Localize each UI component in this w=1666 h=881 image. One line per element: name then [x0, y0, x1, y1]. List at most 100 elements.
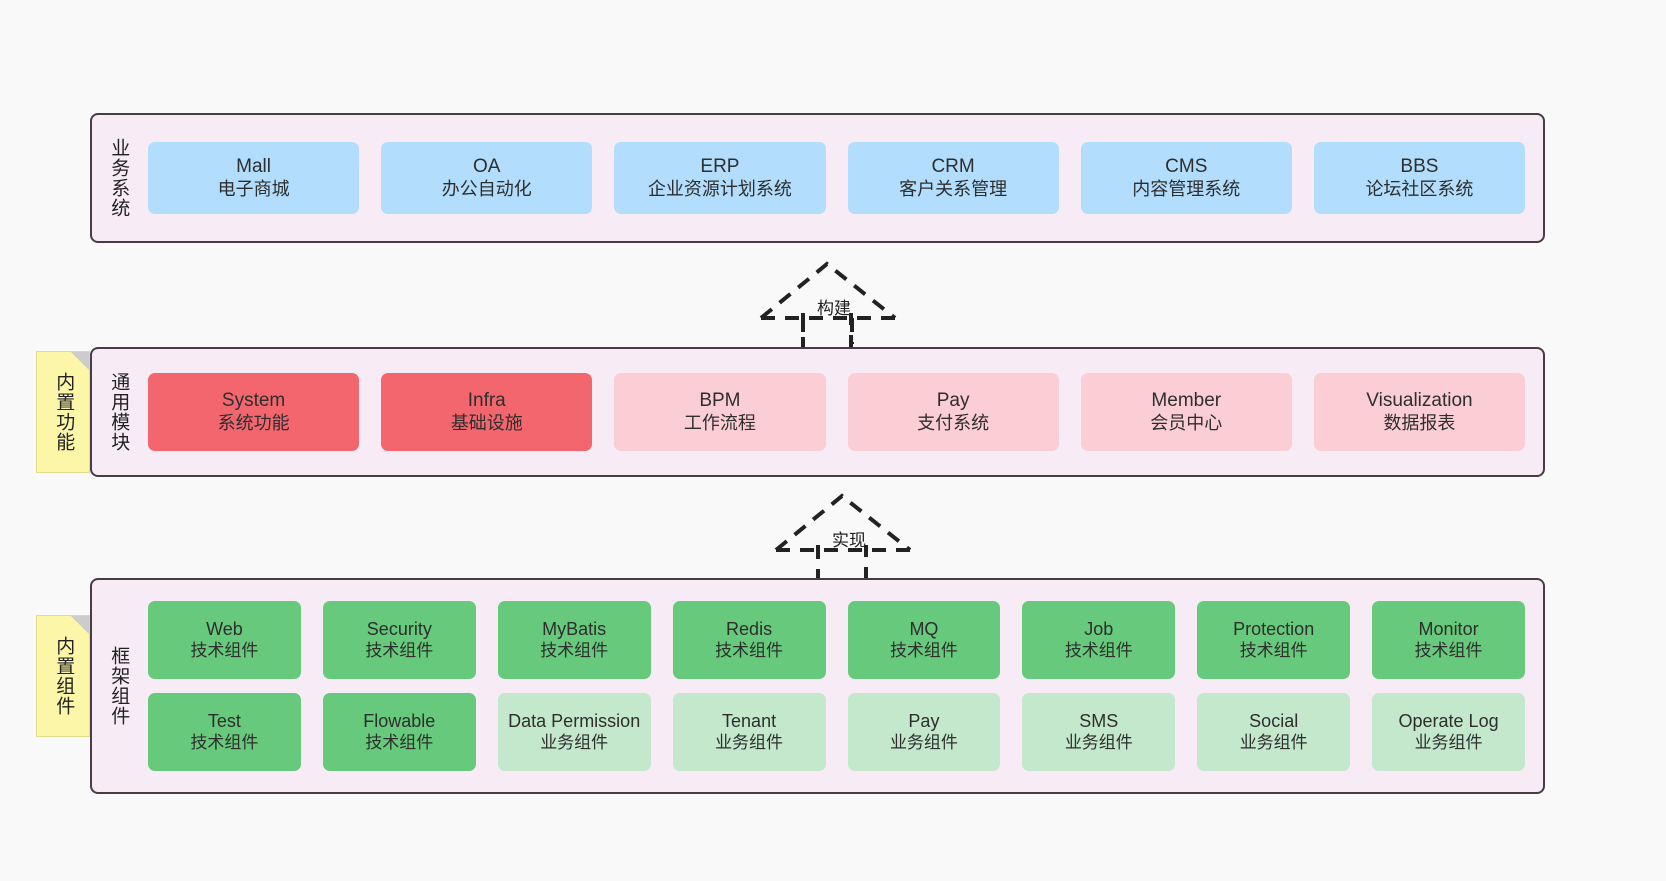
node-title-cn: 论坛社区系统: [1365, 178, 1474, 199]
node-title-en: Job: [1084, 618, 1114, 639]
node-title-cn: 办公自动化: [441, 178, 532, 199]
node-visualization[interactable]: Visualization 数据报表: [1313, 373, 1526, 451]
node-title-en: Redis: [726, 618, 773, 639]
node-title-cn: 支付系统: [917, 412, 990, 433]
layer-common-modules: 通用模块 System 系统功能 Infra 基础设施 BPM 工作流程 Pay…: [90, 347, 1545, 477]
node-row: Test 技术组件 Flowable 技术组件 Data Permission …: [148, 693, 1525, 771]
layer-framework-components: 框架组件 Web 技术组件 Security 技术组件 MyBatis 技术组件…: [90, 578, 1545, 794]
build-arrow: 构建: [755, 258, 905, 357]
node-title-en: Data Permission: [508, 710, 641, 731]
node-data-permission[interactable]: Data Permission 业务组件: [497, 693, 651, 771]
layer-body-framework: Web 技术组件 Security 技术组件 MyBatis 技术组件 Redi…: [140, 580, 1543, 792]
node-social[interactable]: Social 业务组件: [1197, 693, 1351, 771]
node-title-cn: 系统功能: [217, 412, 290, 433]
node-crm[interactable]: CRM 客户关系管理: [847, 142, 1059, 214]
node-title-en: Web: [206, 618, 243, 639]
node-title-cn: 技术组件: [190, 732, 259, 752]
node-title-cn: 技术组件: [1239, 640, 1308, 660]
node-row: Mall 电子商城 OA 办公自动化 ERP 企业资源计划系统 CRM 客户关系…: [148, 142, 1526, 214]
node-pay[interactable]: Pay 支付系统: [847, 373, 1059, 451]
node-title-en: Flowable: [363, 710, 436, 731]
build-arrow-label: 构建: [817, 299, 851, 318]
node-title-en: Security: [366, 618, 432, 639]
note-builtin-functions: 内置功能: [36, 351, 90, 473]
node-title-cn: 技术组件: [889, 640, 958, 660]
implement-arrow-label: 实现: [832, 531, 866, 550]
node-mall[interactable]: Mall 电子商城: [148, 142, 360, 214]
node-oa[interactable]: OA 办公自动化: [381, 142, 593, 214]
node-title-en: CMS: [1165, 156, 1208, 178]
node-title-en: BPM: [699, 390, 741, 412]
node-title-cn: 业务组件: [889, 732, 958, 752]
node-mybatis[interactable]: MyBatis 技术组件: [497, 601, 651, 679]
node-title-cn: 技术组件: [365, 640, 434, 660]
node-title-en: MQ: [909, 618, 939, 639]
node-title-cn: 业务组件: [715, 732, 784, 752]
node-row: System 系统功能 Infra 基础设施 BPM 工作流程 Pay 支付系统…: [148, 373, 1526, 451]
node-bpm[interactable]: BPM 工作流程: [614, 373, 826, 451]
note-builtin-components: 内置组件: [36, 615, 90, 737]
node-title-cn: 工作流程: [683, 412, 756, 433]
node-title-cn: 基础设施: [450, 412, 523, 433]
node-title-cn: 技术组件: [1064, 640, 1133, 660]
note-text: 内置功能: [53, 372, 75, 452]
layer-body-business: Mall 电子商城 OA 办公自动化 ERP 企业资源计划系统 CRM 客户关系…: [140, 115, 1543, 241]
layer-title-common: 通用模块: [108, 372, 130, 452]
node-title-en: Infra: [467, 390, 506, 412]
node-title-en: Mall: [236, 156, 271, 178]
node-cms[interactable]: CMS 内容管理系统: [1080, 142, 1292, 214]
node-title-en: Test: [207, 710, 241, 731]
node-title-cn: 企业资源计划系统: [647, 178, 792, 199]
node-title-en: System: [221, 390, 286, 412]
node-title-en: BBS: [1400, 156, 1439, 178]
node-title-cn: 电子商城: [217, 178, 290, 199]
node-operate-log[interactable]: Operate Log 业务组件: [1372, 693, 1525, 771]
node-pay-component[interactable]: Pay 业务组件: [847, 693, 1001, 771]
node-title-en: Pay: [908, 710, 940, 731]
node-title-en: CRM: [931, 156, 975, 178]
node-title-cn: 业务组件: [1239, 732, 1308, 752]
node-protection[interactable]: Protection 技术组件: [1197, 601, 1351, 679]
node-member[interactable]: Member 会员中心: [1080, 373, 1292, 451]
node-title-cn: 业务组件: [540, 732, 609, 752]
layer-title-business: 业务系统: [108, 138, 130, 218]
node-mq[interactable]: MQ 技术组件: [847, 601, 1001, 679]
node-title-cn: 技术组件: [540, 640, 609, 660]
node-test[interactable]: Test 技术组件: [148, 693, 301, 771]
node-title-cn: 技术组件: [365, 732, 434, 752]
node-security[interactable]: Security 技术组件: [322, 601, 476, 679]
node-job[interactable]: Job 技术组件: [1022, 601, 1176, 679]
node-title-en: OA: [473, 156, 501, 178]
node-erp[interactable]: ERP 企业资源计划系统: [614, 142, 826, 214]
node-redis[interactable]: Redis 技术组件: [672, 601, 826, 679]
node-title-cn: 业务组件: [1414, 732, 1483, 752]
node-infra[interactable]: Infra 基础设施: [381, 373, 593, 451]
node-title-cn: 会员中心: [1150, 412, 1223, 433]
node-title-cn: 技术组件: [190, 640, 259, 660]
node-monitor[interactable]: Monitor 技术组件: [1372, 601, 1525, 679]
node-flowable[interactable]: Flowable 技术组件: [322, 693, 476, 771]
node-title-en: Visualization: [1366, 390, 1473, 412]
node-title-en: ERP: [700, 156, 740, 178]
node-title-en: Member: [1151, 390, 1222, 412]
node-title-cn: 业务组件: [1064, 732, 1133, 752]
layer-business-systems: 业务系统 Mall 电子商城 OA 办公自动化 ERP 企业资源计划系统 CRM…: [90, 113, 1545, 243]
implement-arrow: 实现: [770, 490, 920, 589]
node-row: Web 技术组件 Security 技术组件 MyBatis 技术组件 Redi…: [148, 601, 1525, 679]
node-web[interactable]: Web 技术组件: [148, 601, 301, 679]
node-title-en: Pay: [936, 390, 970, 412]
node-title-en: Operate Log: [1398, 710, 1499, 731]
node-title-en: MyBatis: [542, 618, 607, 639]
node-tenant[interactable]: Tenant 业务组件: [672, 693, 826, 771]
node-title-cn: 数据报表: [1383, 412, 1456, 433]
node-system[interactable]: System 系统功能: [148, 373, 360, 451]
node-title-en: Social: [1249, 710, 1299, 731]
note-text: 内置组件: [53, 636, 75, 716]
node-bbs[interactable]: BBS 论坛社区系统: [1313, 142, 1526, 214]
implement-arrow-icon: [774, 493, 912, 552]
node-title-cn: 客户关系管理: [899, 178, 1008, 199]
node-title-cn: 技术组件: [715, 640, 784, 660]
node-title-en: SMS: [1079, 710, 1119, 731]
node-sms[interactable]: SMS 业务组件: [1022, 693, 1176, 771]
